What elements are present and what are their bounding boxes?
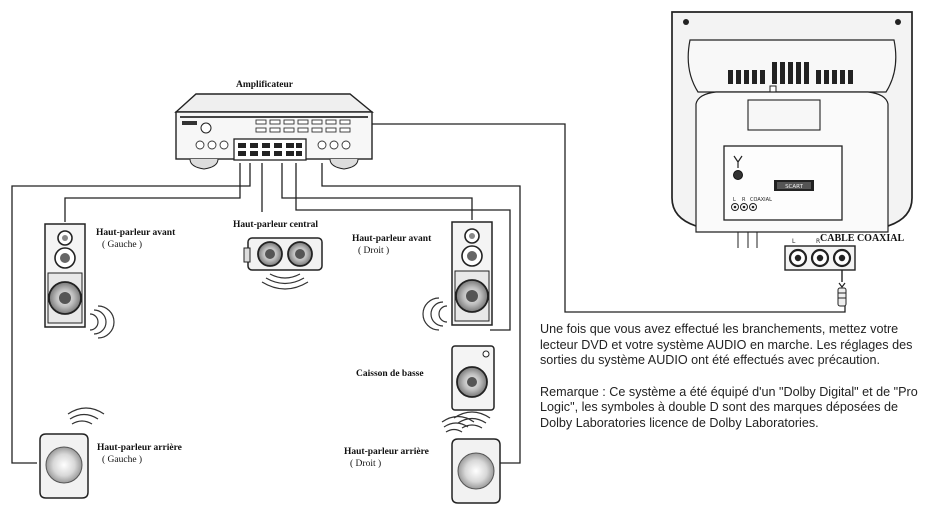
center-speaker	[243, 237, 323, 271]
jack-r-label: R	[742, 197, 746, 203]
rear-left-label: Haut-parleur arrière	[97, 443, 182, 453]
coaxial-cable-label: CABLE COAXIAL	[820, 233, 905, 244]
plug-l-label: L	[792, 238, 796, 245]
rear-right-side-label: ( Droit )	[350, 459, 382, 469]
center-sound-waves	[261, 273, 309, 290]
antenna-icon	[733, 155, 743, 180]
rear-right-speaker	[451, 438, 501, 504]
rear-right-label: Haut-parleur arrière	[344, 447, 429, 457]
center-label: Haut-parleur central	[233, 220, 319, 230]
front-right-label: Haut-parleur avant	[352, 234, 432, 244]
subwoofer-label: Caisson de basse	[356, 369, 424, 379]
instruction-paragraph: Une fois que vous avez effectué les bran…	[540, 322, 913, 367]
front-left-side-label: ( Gauche )	[102, 240, 143, 250]
amplifier-label: Amplificateur	[236, 80, 293, 90]
plug-r-label: R	[816, 238, 820, 245]
tv-audio-jacks: L R COAXIAL	[731, 197, 772, 211]
remark-paragraph: Remarque : Ce système a été équipé d'un …	[540, 384, 918, 430]
rear-left-speaker	[39, 433, 89, 499]
jack-coaxial-label: COAXIAL	[750, 197, 772, 203]
speaker-wires	[11, 123, 846, 464]
rear-left-sound-waves	[67, 407, 105, 425]
rear-left-side-label: ( Gauche )	[102, 455, 143, 465]
rear-right-sound-waves	[441, 415, 475, 433]
jack-l-label: L	[733, 197, 736, 203]
front-left-speaker	[44, 223, 86, 328]
front-left-label: Haut-parleur avant	[96, 228, 176, 238]
scart-connector: SCART	[774, 180, 814, 191]
scart-label: SCART	[785, 184, 804, 190]
front-right-side-label: ( Droit )	[358, 246, 390, 256]
subwoofer	[451, 345, 495, 411]
instruction-text: Une fois que vous avez effectué les bran…	[540, 322, 922, 431]
tv-back	[671, 11, 913, 233]
amplifier-device	[174, 93, 374, 170]
coaxial-plug-block: L R	[737, 232, 856, 307]
front-right-sound-waves	[422, 297, 448, 331]
front-right-speaker	[451, 221, 493, 326]
front-left-sound-waves	[89, 305, 115, 339]
subwoofer-sound-waves	[453, 411, 491, 429]
